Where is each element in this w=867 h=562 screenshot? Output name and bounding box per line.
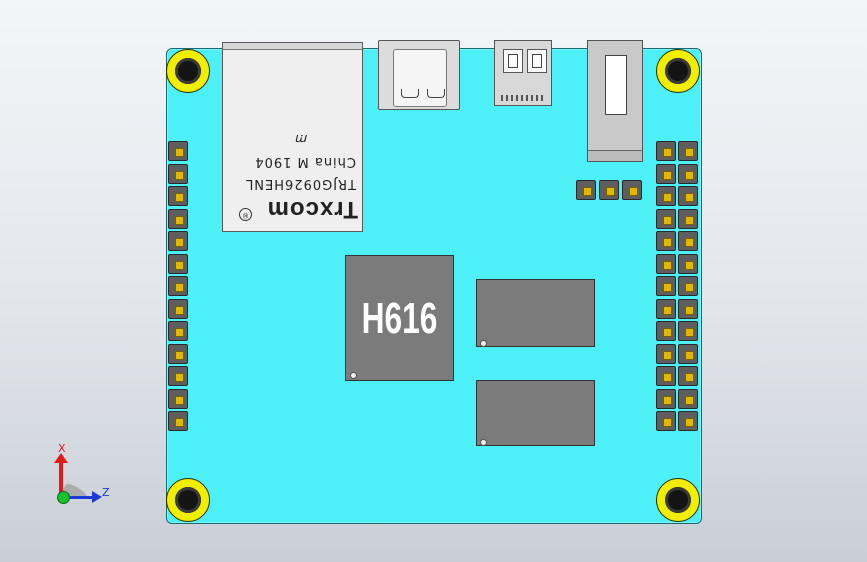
ethernet-jack-top-edge [223, 43, 362, 50]
ethernet-model: TRJG0926HENL [245, 176, 356, 191]
header-pin [656, 163, 676, 184]
right-pin-header [656, 141, 698, 431]
header-pin [678, 186, 698, 206]
sd-card-slot [587, 40, 643, 162]
sd-card-lip [588, 150, 642, 161]
header-pin [168, 208, 188, 229]
mounting-hole-top-left [166, 49, 210, 93]
header-pin [656, 366, 676, 386]
ram-chip-1 [476, 279, 595, 347]
header-pin [656, 388, 676, 409]
header-pin [656, 253, 676, 274]
z-axis-label: Z [102, 486, 110, 499]
header-pin [678, 208, 698, 229]
left-pin-header [168, 141, 188, 431]
header-pin [168, 411, 188, 431]
z-axis-arrow [64, 491, 102, 503]
header-pin [622, 180, 642, 200]
pin1-marker [350, 372, 357, 379]
header-pin [168, 276, 188, 296]
ethernet-origin: China M 1904 [254, 154, 356, 169]
header-pin [168, 186, 188, 206]
pin1-marker [480, 340, 487, 347]
header-pin [168, 231, 188, 251]
triad-origin [57, 491, 70, 504]
mounting-hole-top-right [656, 49, 700, 93]
header-pin [678, 388, 698, 409]
soc-label: H616 [361, 294, 438, 343]
ethernet-brand: Trxcom [266, 196, 358, 223]
header-pin [656, 276, 676, 296]
registered-mark: ® [239, 208, 252, 221]
sd-card-window [605, 55, 627, 115]
soc-chip: H616 [345, 255, 454, 381]
header-pin [656, 298, 676, 319]
usb-a-slot-left [503, 49, 523, 73]
header-pin [656, 321, 676, 341]
usb-a-pins [501, 95, 545, 101]
ethernet-jack-markings: Trxcom ® TRJG0926HENL China M 1904 ꭑ [223, 43, 364, 233]
usb-c-shell [393, 49, 447, 107]
header-pin [168, 366, 188, 386]
header-pin [678, 366, 698, 386]
usb-a-port [494, 40, 552, 106]
usb-c-tab-right [427, 89, 445, 98]
triad-rotation-arc [62, 478, 98, 498]
header-pin [678, 231, 698, 251]
x-axis-arrow [54, 453, 68, 495]
header-pin [656, 231, 676, 251]
header-pin [656, 208, 676, 229]
debug-uart-header [576, 180, 642, 200]
header-pin [168, 163, 188, 184]
certification-mark: ꭑ [296, 131, 308, 146]
usb-c-tab-left [401, 89, 419, 98]
ram-chip-2 [476, 380, 595, 446]
header-pin [656, 343, 676, 364]
header-pin [168, 253, 188, 274]
header-pin [656, 141, 676, 161]
mounting-hole-bottom-right [656, 478, 700, 522]
header-pin [168, 298, 188, 319]
header-pin [678, 343, 698, 364]
header-pin [678, 276, 698, 296]
header-pin [678, 298, 698, 319]
mounting-hole-bottom-left [166, 478, 210, 522]
header-pin [656, 186, 676, 206]
header-pin [678, 411, 698, 431]
header-pin [168, 141, 188, 161]
header-pin [656, 411, 676, 431]
ethernet-jack: Trxcom ® TRJG0926HENL China M 1904 ꭑ [222, 42, 363, 232]
header-pin [168, 343, 188, 364]
header-pin [678, 321, 698, 341]
x-axis-label: X [58, 442, 66, 455]
usb-c-port [378, 40, 460, 110]
header-pin [576, 180, 596, 200]
header-pin [678, 163, 698, 184]
header-pin [168, 388, 188, 409]
usb-a-slot-right [527, 49, 547, 73]
header-pin [599, 180, 619, 200]
pin1-marker [480, 439, 487, 446]
header-pin [678, 141, 698, 161]
header-pin [678, 253, 698, 274]
header-pin [168, 321, 188, 341]
